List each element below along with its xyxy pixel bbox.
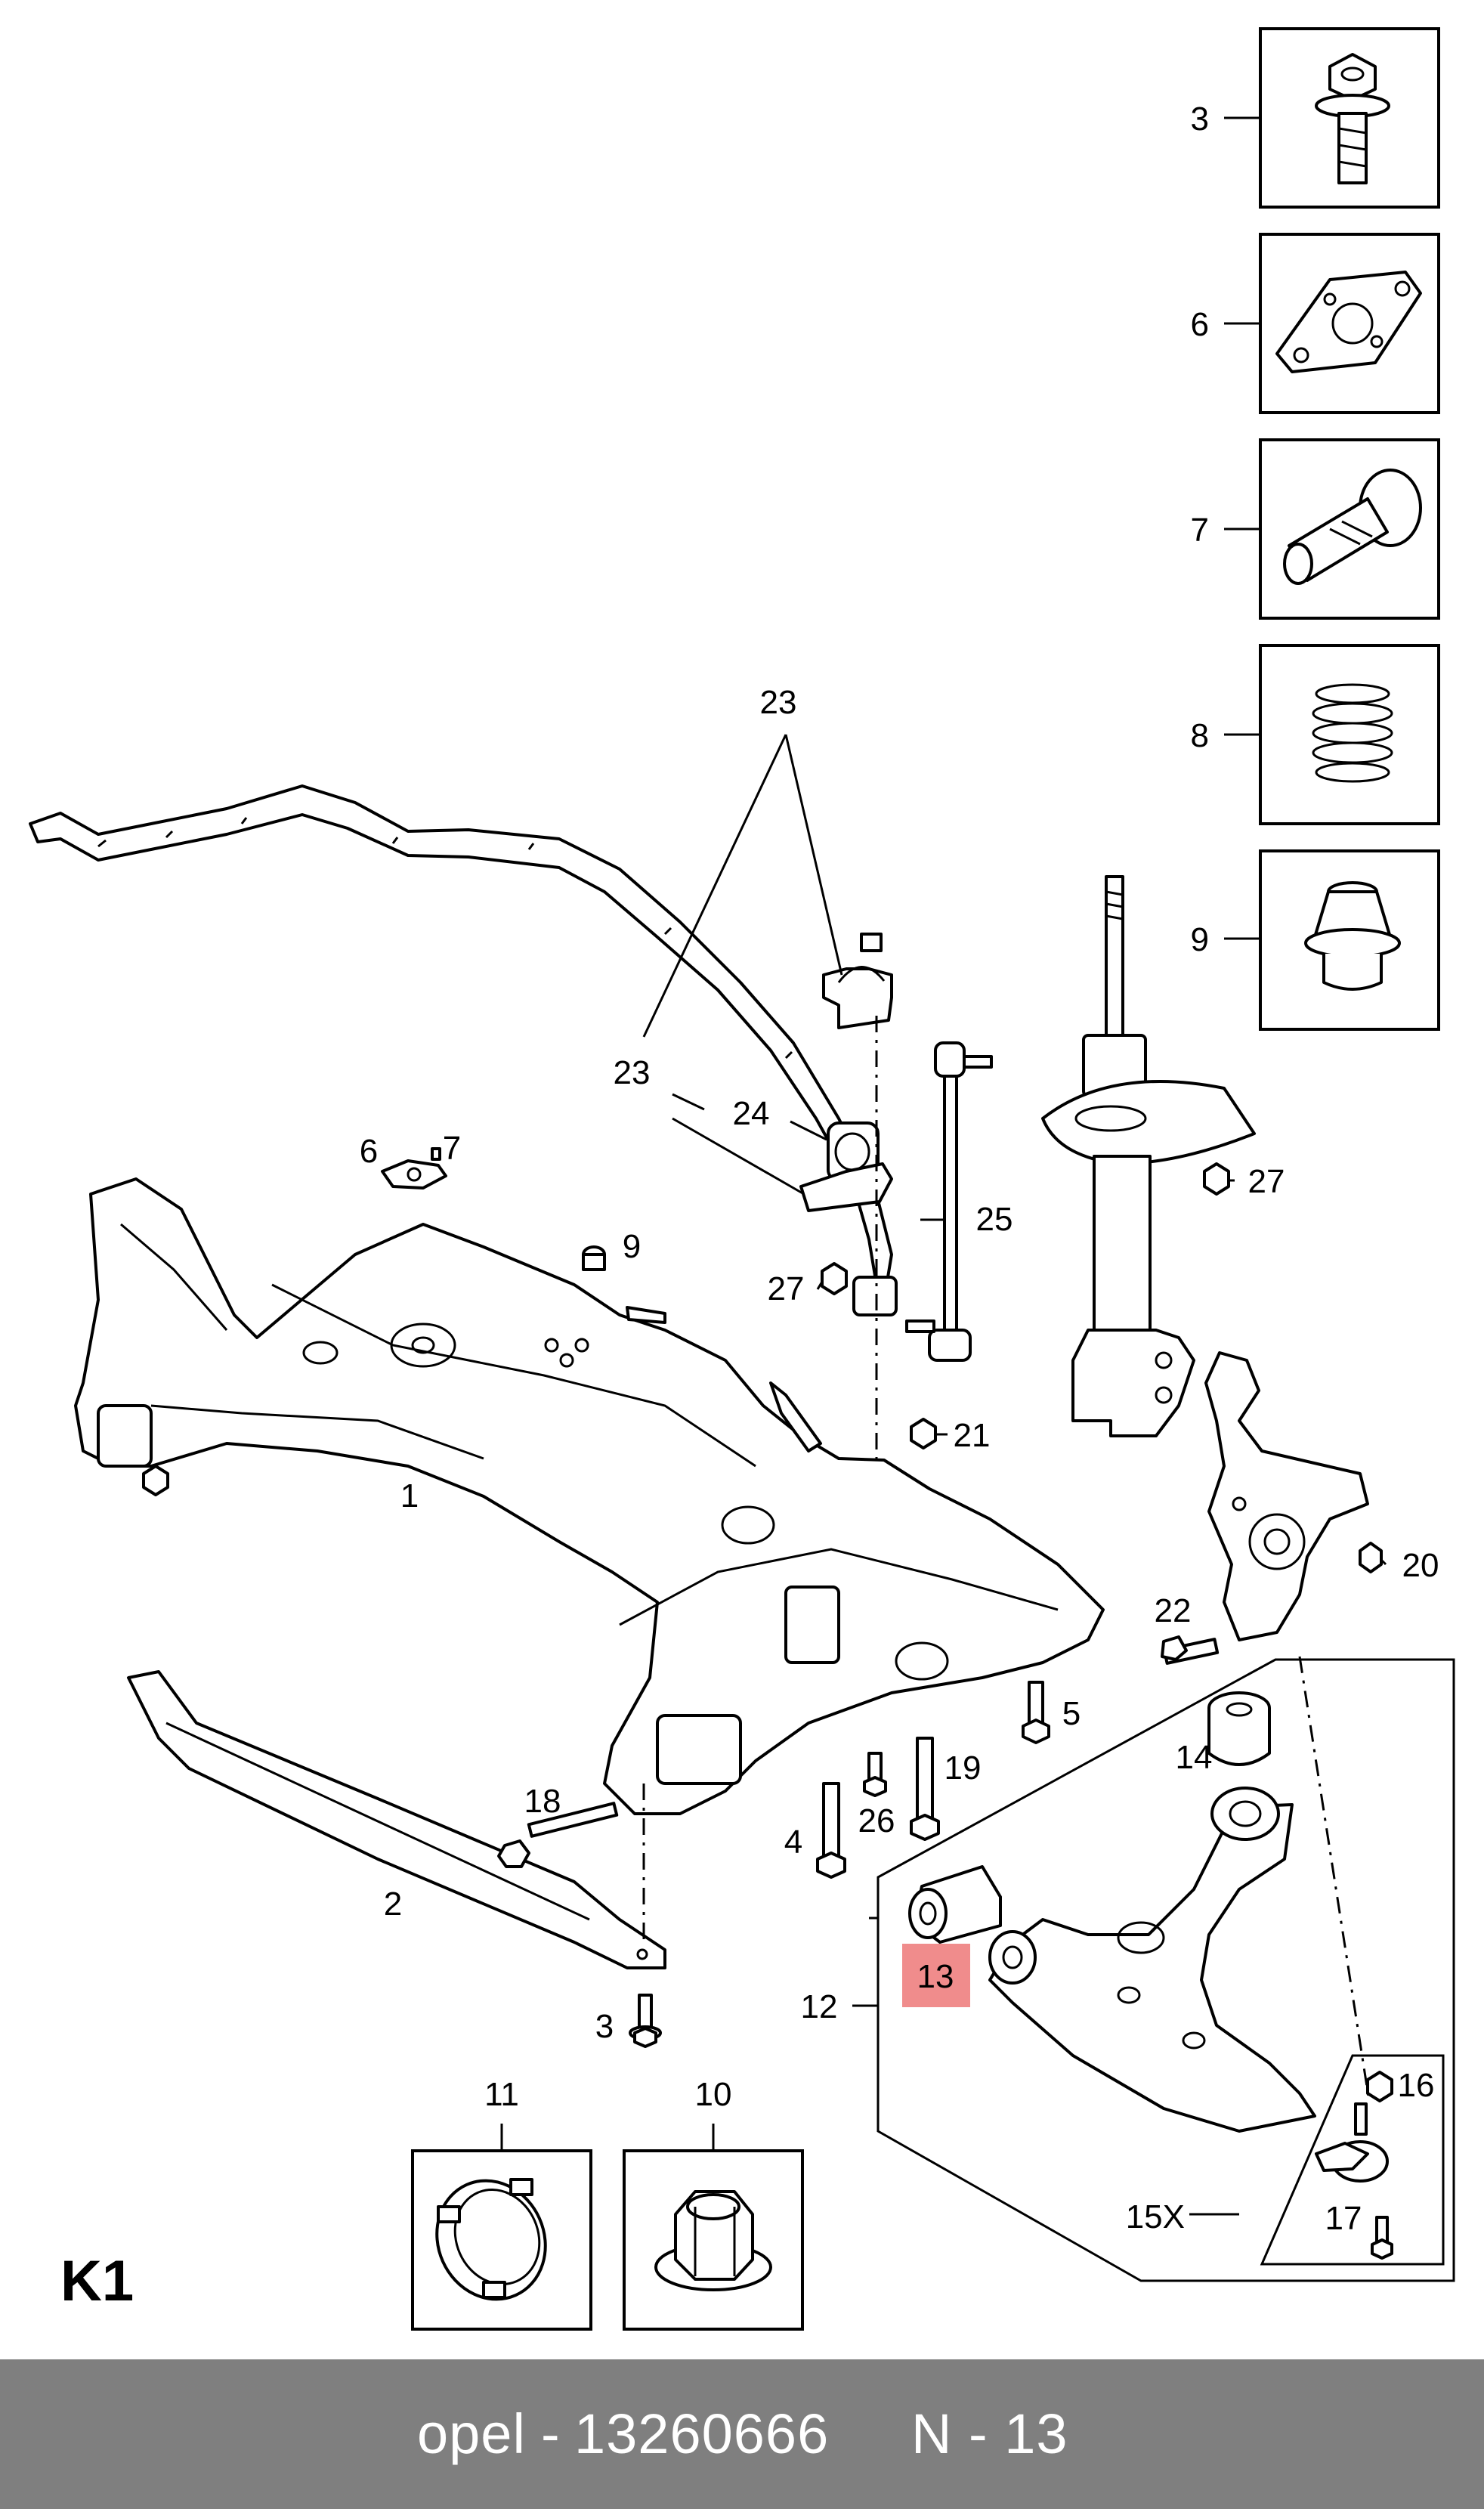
callout-17: 17: [1325, 2200, 1362, 2237]
small-bushing-9[interactable]: [582, 1245, 606, 1271]
callout-21: 21: [954, 1417, 991, 1454]
lower-control-arm[interactable]: [988, 1787, 1316, 2133]
callout-8: 8: [1191, 717, 1209, 754]
bump-stop-icon: [1283, 469, 1422, 585]
nut-27-left[interactable]: [821, 1262, 848, 1295]
detail-box-11[interactable]: [411, 2124, 592, 2331]
detail-box-8[interactable]: [1224, 644, 1440, 825]
callout-27-left: 27: [768, 1270, 805, 1307]
reinforcement-bar[interactable]: [127, 1670, 666, 1969]
bolt-5[interactable]: [1022, 1681, 1050, 1744]
mount-plate-small[interactable]: [381, 1147, 447, 1190]
callout-1: 1: [400, 1477, 419, 1514]
stabilizer-clamp-upper[interactable]: [822, 933, 893, 1029]
nut-27-right[interactable]: [1203, 1162, 1230, 1196]
callout-19: 19: [945, 1749, 982, 1787]
callout-22: 22: [1155, 1592, 1192, 1629]
bolt-4[interactable]: [816, 1782, 846, 1879]
highlight-box-13: [902, 1944, 970, 2007]
callout-10: 10: [695, 2076, 732, 2113]
detail-box-6[interactable]: [1224, 233, 1440, 414]
footer-bar: opel - 13260666 N - 13: [0, 2359, 1484, 2509]
page-code: K1: [60, 2249, 134, 2313]
callout-12: 12: [801, 1988, 838, 2025]
detail-box-9[interactable]: [1224, 849, 1440, 1031]
control-arm-kit-frame[interactable]: [876, 1658, 1455, 2282]
callout-18: 18: [524, 1783, 561, 1820]
steering-knuckle[interactable]: [1204, 1351, 1369, 1641]
callout-14: 14: [1176, 1739, 1213, 1776]
callout-26: 26: [858, 1802, 895, 1839]
bolt-3[interactable]: [629, 1994, 662, 2048]
bolt-19[interactable]: [910, 1737, 940, 1841]
callout-3: 3: [1191, 101, 1209, 138]
front-bushing-13[interactable]: [908, 1865, 1002, 1944]
stabilizer-link[interactable]: [905, 1041, 993, 1362]
callout-15x: 15X: [1126, 2198, 1185, 2235]
dust-cap-icon: [435, 2178, 547, 2301]
nut-16[interactable]: [1366, 2071, 1393, 2102]
footer-separator: -: [541, 2402, 561, 2465]
bolt-17[interactable]: [1371, 2216, 1393, 2260]
footer-brand: opel: [417, 2402, 526, 2465]
detail-box-3[interactable]: [1224, 27, 1440, 209]
coil-spring-icon: [1312, 683, 1393, 783]
callout-24: 24: [733, 1095, 770, 1132]
callout-25: 25: [976, 1201, 1013, 1238]
callout-5: 5: [1062, 1695, 1081, 1732]
callout-9-small: 9: [623, 1228, 641, 1265]
nut-21[interactable]: [910, 1418, 937, 1449]
shock-absorber-strut[interactable]: [1041, 875, 1256, 1437]
subframe[interactable]: [74, 1177, 1105, 1815]
callout-6: 6: [1191, 306, 1209, 343]
callout-23-top: 23: [760, 684, 797, 721]
flange-nut-icon: [654, 2190, 772, 2291]
callout-20: 20: [1402, 1547, 1439, 1584]
bolt-26[interactable]: [863, 1752, 887, 1797]
rear-bushing-14[interactable]: [1207, 1691, 1271, 1766]
mount-plate-icon: [1275, 271, 1422, 373]
callout-27-right: 27: [1248, 1163, 1285, 1200]
callout-4: 4: [784, 1824, 802, 1861]
footer-position: N - 13: [911, 2402, 1068, 2465]
detail-box-7[interactable]: [1224, 438, 1440, 620]
bolt-18[interactable]: [497, 1802, 619, 1868]
nut-20[interactable]: [1359, 1542, 1383, 1573]
leader-lines: [642, 734, 1387, 2216]
bolt-22[interactable]: [1161, 1635, 1220, 1665]
strut-mount-icon: [1304, 881, 1401, 991]
callout-6-small: 6: [360, 1133, 378, 1170]
callout-13: 13: [917, 1958, 954, 1995]
callout-11: 11: [484, 2076, 519, 2113]
callout-2: 2: [384, 1886, 402, 1923]
callout-7-small: 7: [443, 1130, 461, 1167]
callout-23-mid: 23: [614, 1054, 651, 1091]
ball-joint[interactable]: [1315, 2102, 1389, 2183]
callout-9-box: 9: [1191, 921, 1209, 958]
callout-7: 7: [1191, 512, 1209, 549]
callout-3-bolt: 3: [595, 2008, 614, 2045]
stabilizer-clamp-lower[interactable]: [799, 1162, 893, 1212]
flange-bolt-icon: [1315, 53, 1390, 184]
ball-joint-kit-frame[interactable]: [1260, 2054, 1445, 2266]
callout-16: 16: [1398, 2067, 1435, 2104]
footer-part-number: 13260666: [574, 2402, 830, 2465]
detail-box-10[interactable]: [623, 2124, 804, 2331]
exploded-parts-diagram: 3 6 7: [29, 27, 1455, 2331]
